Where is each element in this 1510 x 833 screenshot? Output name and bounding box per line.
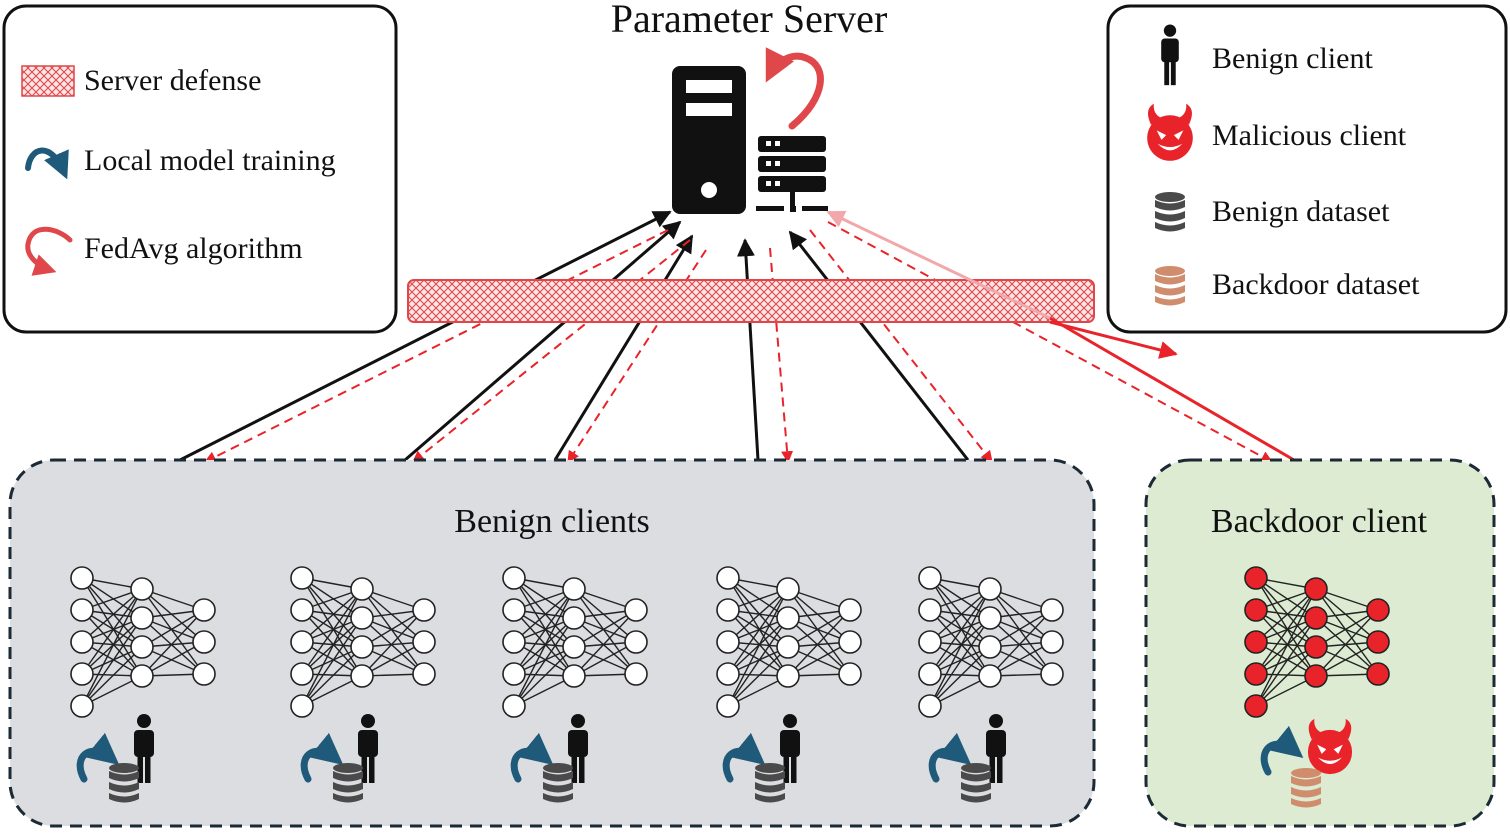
- curved-arrow-icon: [765, 47, 824, 130]
- benign-clients-label: Benign clients: [454, 503, 649, 540]
- benign-clients-group: [8, 458, 1096, 828]
- upload-arrows: [179, 210, 970, 462]
- hatched-bar-icon: [21, 65, 75, 97]
- legend-box-left: [2, 4, 398, 334]
- legend-benign-client: Benign client: [1212, 42, 1373, 75]
- backdoor-client-label: Backdoor client: [1211, 503, 1428, 540]
- curved-arrow-icon: [25, 147, 69, 180]
- legend-malicious-client: Malicious client: [1212, 119, 1407, 152]
- legend-local-training: Local model training: [84, 144, 336, 177]
- page-title: Parameter Server: [611, 0, 888, 41]
- legend-backdoor-dataset: Backdoor dataset: [1212, 268, 1420, 301]
- server-tower-icon: [672, 66, 746, 214]
- curved-arrow-icon: [25, 226, 73, 276]
- server-rack-icon: [756, 136, 828, 212]
- legend-benign-dataset: Benign dataset: [1212, 195, 1390, 228]
- legend-fedavg: FedAvg algorithm: [84, 232, 303, 265]
- backdoor-arrows: [826, 210, 1295, 462]
- legend-box-right: [1106, 4, 1508, 334]
- server-defense-bar: [407, 279, 1095, 323]
- legend-server-defense: Server defense: [84, 64, 261, 97]
